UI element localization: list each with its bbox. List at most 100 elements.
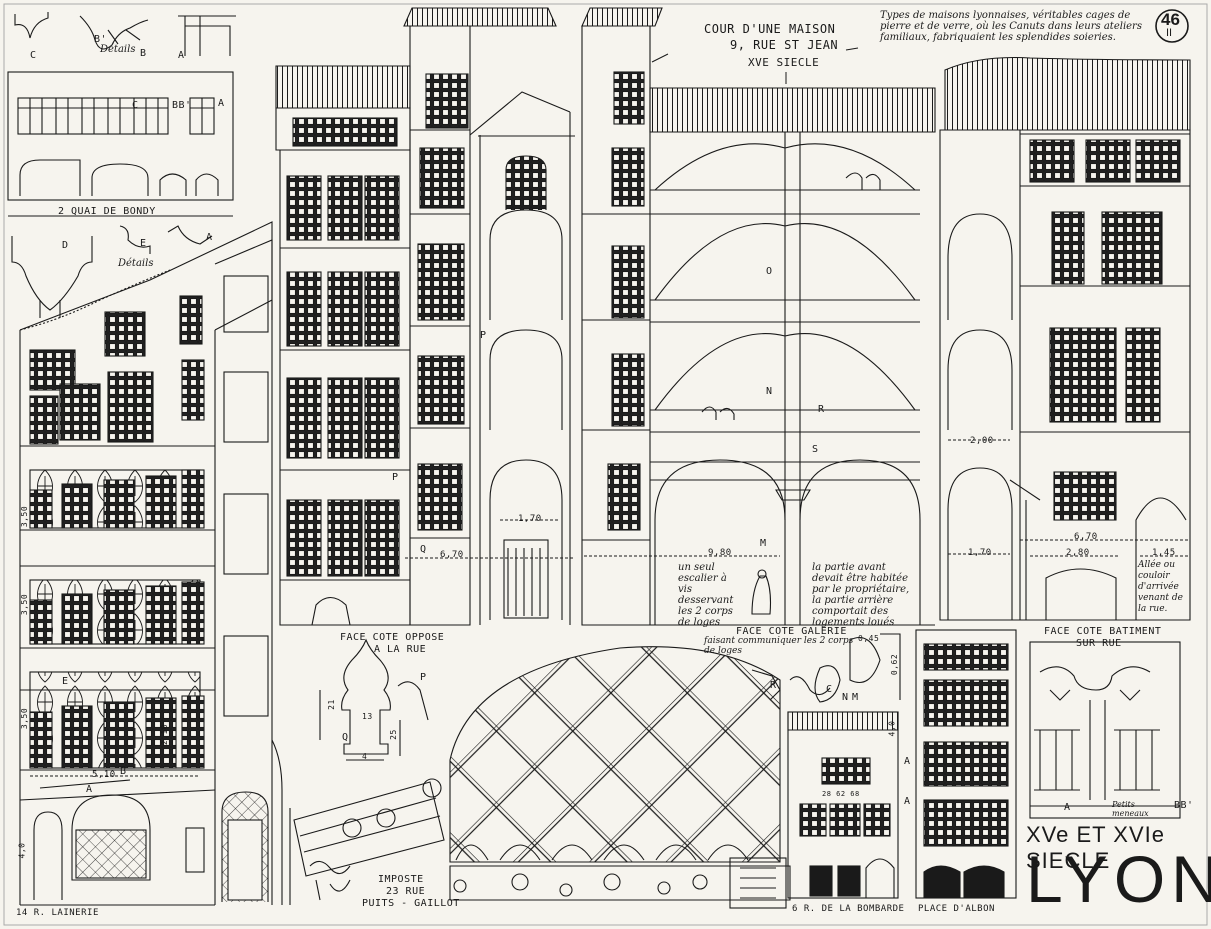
quai-de-bondy-panel [7, 71, 234, 217]
detail-profile-top [14, 12, 236, 56]
dimension-label: 2,00 [970, 436, 994, 446]
building-lainerie [19, 221, 273, 906]
dimension-label: 6,70 [440, 550, 464, 560]
dimension-label: 3,50 [20, 593, 30, 616]
small-profiles [751, 633, 901, 703]
ref-letter: C [826, 684, 833, 695]
note-escalier: un seul escalier à vis desservant les 2 … [678, 562, 734, 628]
ref-letter: P [480, 330, 487, 341]
ref-letter: A [218, 98, 225, 109]
ref-letter: A [1064, 802, 1071, 813]
dimension-label: 6,70 [1074, 532, 1098, 542]
ref-letter: D [62, 240, 69, 251]
elevation-opposite-street [275, 65, 411, 626]
caption-bombarde: 6 R. DE LA BOMBARDE [792, 904, 905, 914]
dimension-label: 0,62 [890, 653, 900, 676]
footer-period: XVe ET XVIe SIECLE [1026, 822, 1166, 873]
ref-letter: M [760, 538, 767, 549]
ref-letter: B [120, 766, 127, 777]
plate-number-circle [1155, 9, 1189, 43]
ref-letter: B [140, 48, 147, 59]
caption-albon: PLACE D'ALBON [918, 904, 995, 914]
dimension-label: 4 [362, 752, 368, 761]
plate-number: 46 [1161, 10, 1180, 29]
caption-lainerie: 14 R. LAINERIE [16, 908, 99, 918]
header-title-1: COUR D'UNE MAISON [704, 22, 836, 36]
ref-letter: B' [94, 34, 108, 45]
detail-label-2: Détails [118, 258, 154, 269]
footer-city: LYON [1026, 842, 1211, 916]
header-title-2: 9, RUE St JEAN [730, 38, 839, 52]
note-meneaux: Petits meneaux [1112, 800, 1149, 818]
ref-letter: BB' [172, 100, 192, 111]
ref-letter: S [812, 444, 819, 455]
ref-letter: BB' [1174, 800, 1194, 811]
dimension-label: 13 [362, 712, 373, 721]
plate-sub: II [1166, 27, 1173, 39]
caption-face-opposee-2: A LA RUE [374, 644, 427, 655]
detail-label-1: Détails [100, 44, 136, 55]
ref-letter: P [420, 672, 427, 683]
dimension-label: 0,45 [858, 634, 880, 643]
header-title-3: XVe SIECLE [748, 56, 820, 69]
dimension-label: 1,45 [1152, 548, 1176, 558]
note-galerie: faisant communiquer les 2 corps de loges [704, 636, 854, 656]
caption-imposte-3: PUITS - GAILLOT [362, 898, 460, 909]
elevation-street-building [939, 56, 1191, 621]
ref-letter: P [392, 472, 399, 483]
ref-letter: A [86, 784, 93, 795]
ref-letter: R [818, 404, 825, 415]
ref-letter: O [766, 266, 773, 277]
ref-letter: C [132, 100, 139, 111]
stair-tower [403, 7, 663, 626]
note-allee: Allée ou couloir d'arrivée venant de la … [1138, 560, 1183, 614]
imposte-detail [293, 778, 445, 901]
header-note: Types de maisons lyonnaises, véritables … [880, 10, 1142, 43]
dimension-label: 21 [326, 699, 336, 710]
ref-letter: Q [420, 544, 427, 555]
ref-letter: A [178, 50, 185, 61]
ref-letter: Q [342, 732, 349, 743]
moulding-profile [319, 638, 429, 761]
caption-quai: 2 QUAI DE BONDY [58, 206, 156, 217]
ref-letter: 4B [930, 670, 941, 679]
dimension-label: 9,80 [708, 548, 732, 558]
ref-letter: N [842, 692, 849, 703]
dimension-label: 2,10 [160, 723, 170, 746]
building-bombarde [787, 711, 899, 899]
ref-letter: M [852, 692, 859, 703]
caption-face-batiment-1: FACE COTE BATIMENT [1044, 626, 1162, 637]
ref-letter: A [904, 756, 911, 767]
ref-letter: C [30, 50, 37, 61]
note-partie: la partie avant devait être habitée par … [812, 562, 910, 628]
ribbed-vault [449, 646, 791, 909]
dimension-label: 4,0 [17, 842, 27, 859]
ref-letter: N [766, 386, 773, 397]
ref-letter: E [62, 676, 69, 687]
detail-profile-left [11, 225, 213, 318]
ref-letter: 4B' [988, 670, 1004, 679]
dimension-lines [30, 439, 1190, 777]
ref-letter: A [904, 796, 911, 807]
caption-imposte-1: IMPOSTE [378, 874, 424, 885]
dimension-label: 25 [388, 729, 398, 740]
building-albon [915, 629, 1017, 899]
dimension-label: 4,0 [887, 720, 897, 737]
pilaster-column [214, 239, 291, 905]
dimension-label: 1,70 [968, 548, 992, 558]
ref-letter: A [206, 232, 213, 243]
ref-letter: R [770, 680, 777, 691]
dimension-label: 3,50 [20, 707, 30, 730]
caption-face-galerie: FACE COTE GALERIE [736, 626, 847, 637]
caption-imposte-2: 23 RUE [386, 886, 426, 897]
ref-letter: E [140, 238, 147, 249]
caption-face-opposee-1: FACE COTE OPPOSE [340, 632, 445, 643]
caption-face-batiment-2: SUR RUE [1076, 638, 1122, 649]
gallery-section [649, 87, 936, 626]
dimension-label: 3,50 [20, 505, 30, 528]
dimension-label: 5,10 [92, 770, 116, 780]
house-numbers: 28 62 68 [822, 790, 860, 798]
dimension-label: 2,80 [1066, 548, 1090, 558]
